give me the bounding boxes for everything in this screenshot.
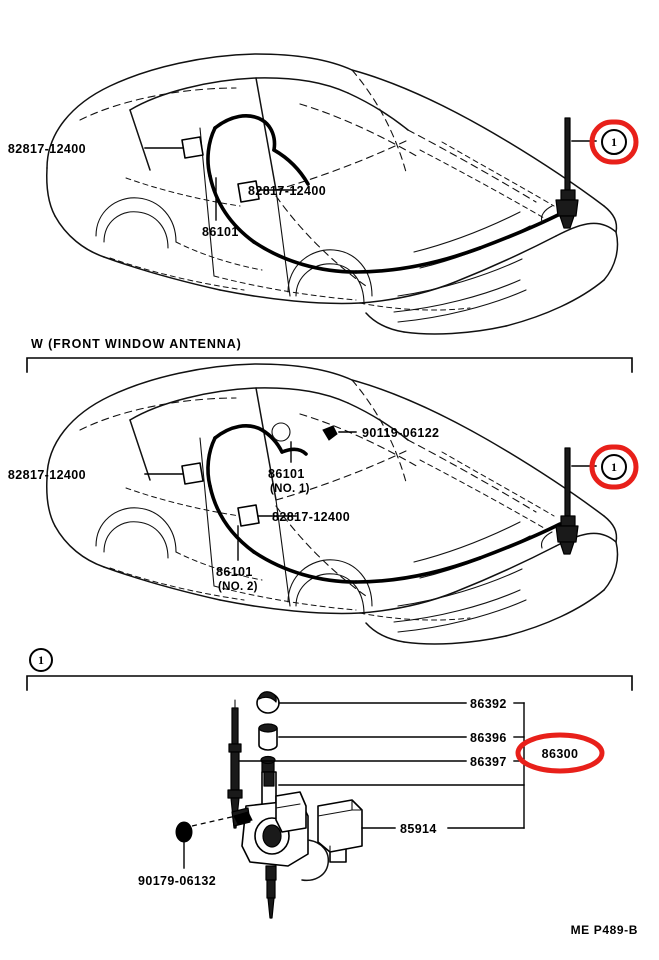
label-86101-no2: 86101 (216, 565, 253, 579)
clip-part-2a (181, 462, 204, 485)
label-90119-06122: 90119-06122 (362, 426, 439, 440)
screw-part-90119 (322, 425, 338, 441)
antenna-mast-1 (540, 117, 579, 229)
label-86101: 86101 (202, 225, 239, 239)
clip-part-1b (237, 180, 260, 203)
diagram-section-detail: 1 (26, 648, 633, 919)
callout-circle (601, 129, 627, 155)
antenna-mast-detail (227, 699, 243, 829)
detail-callout-marker: 1 (29, 648, 53, 672)
antenna-cable-2 (206, 424, 562, 584)
label-86101-no2-qualifier: (NO. 2) (218, 581, 258, 593)
callout-circle (601, 454, 627, 480)
clip-part-2b (237, 504, 260, 527)
antenna-mast-2 (540, 447, 579, 555)
label-85914: 85914 (400, 822, 437, 836)
car-hidden-lines-1 (79, 69, 555, 311)
car-body-outline-1 (46, 53, 619, 335)
section-heading-1: W (FRONT WINDOW ANTENNA) (31, 337, 242, 351)
label-86300: 86300 (542, 747, 579, 761)
leader-90179 (191, 815, 237, 827)
callout-label: 1 (38, 653, 44, 667)
highlight-ring-callout-1 (589, 119, 639, 165)
part-86392-cap (256, 691, 280, 714)
cord-eyelet (271, 422, 291, 442)
callout-1-section-2[interactable]: 1 (589, 444, 639, 490)
footer-reference-code: ME P489-B (571, 923, 638, 937)
part-number-86300-highlighted[interactable]: 86300 (515, 732, 605, 774)
label-82817-12400-lower: 82817-12400 (248, 184, 326, 198)
callout-label: 1 (611, 460, 617, 474)
label-86101-no1-qualifier: (NO. 1) (270, 483, 310, 495)
highlight-ring-86300 (515, 732, 605, 774)
diagram-section-2: 90119-06122 82817-12400 82817-12400 8610… (8, 363, 639, 645)
highlight-ring-callout-2 (589, 444, 639, 490)
part-86396-bushing (258, 723, 278, 751)
section-bracket-detail (26, 675, 633, 691)
part-85914-unit (317, 799, 363, 853)
label-82817-12400-s2-lower: 82817-12400 (272, 510, 350, 524)
antenna-cable-1 (206, 114, 562, 274)
part-86397-rod (260, 755, 276, 773)
label-86392: 86392 (470, 697, 507, 711)
label-90179-06132: 90179-06132 (138, 874, 216, 888)
antenna-motor-assembly (231, 771, 347, 919)
callout-1-section-1[interactable]: 1 (589, 119, 639, 165)
part-90179-nut (175, 821, 193, 843)
label-86396: 86396 (470, 731, 507, 745)
callout-circle (29, 648, 53, 672)
label-82817-12400-s2-upper: 82817-12400 (8, 468, 86, 482)
label-86397: 86397 (470, 755, 507, 769)
callout-label: 1 (611, 135, 617, 149)
label-82817-12400-upper: 82817-12400 (8, 142, 86, 156)
car-hidden-lines-2 (79, 379, 555, 621)
diagram-section-1: 82817-12400 82817-12400 86101 1 W (FRONT… (8, 53, 639, 373)
section-bracket-1 (26, 357, 633, 373)
clip-part-1a (181, 136, 204, 159)
car-body-outline-2 (46, 363, 619, 645)
label-86101-no1: 86101 (268, 467, 305, 481)
